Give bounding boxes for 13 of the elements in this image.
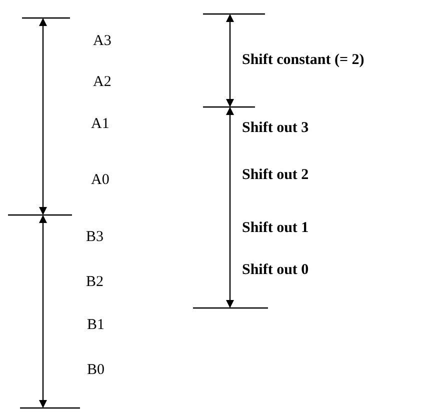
dimension-label: B3 — [86, 229, 104, 246]
dimension-label: B2 — [86, 274, 104, 291]
dimension-label: Shift out 3 — [242, 120, 309, 137]
dimension-label: A0 — [91, 172, 110, 189]
dimension-label: A2 — [93, 74, 112, 91]
dimension-label: B1 — [87, 317, 105, 334]
dimension-label: Shift out 1 — [242, 220, 309, 237]
dimension-label: Shift out 2 — [242, 167, 309, 184]
dimension-label: Shift out 0 — [242, 262, 309, 279]
dimension-label: Shift constant (= 2) — [242, 52, 364, 69]
dimension-label: A1 — [91, 116, 110, 133]
dimension-label: A3 — [93, 33, 112, 50]
dimension-label: B0 — [87, 362, 105, 379]
